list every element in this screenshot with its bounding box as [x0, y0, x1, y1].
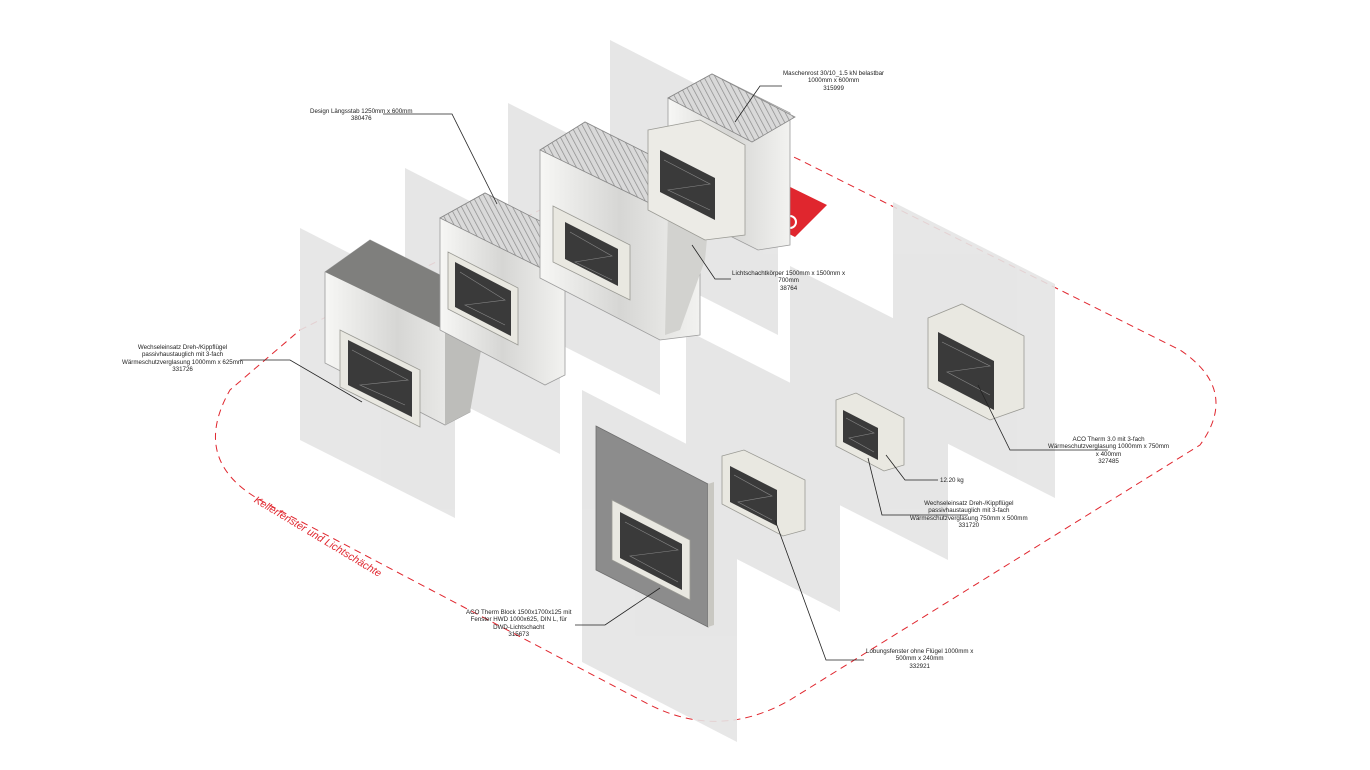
- label-line: Wechseleinsatz Dreh-/Kippflügel: [137, 344, 228, 351]
- label-line: Wärmeschutzverglasung 750mm x 500mm: [910, 514, 1028, 522]
- label-line: x 400mm: [1095, 450, 1122, 458]
- label-line: 1000mm x 600mm: [807, 77, 860, 85]
- label-line: Maschenrost 30/10_1.5 kN belastbar: [783, 70, 885, 77]
- label-design-laengsstab: Design Längsstab 1250mm x 600mm 380476: [310, 108, 413, 123]
- label-line: 380476: [350, 115, 372, 123]
- label-line: 331726: [172, 366, 193, 374]
- lichtschacht-grate-unit-2: [647, 73, 796, 251]
- label-line: 38764: [779, 284, 798, 292]
- label-line: DWD-Lichtschacht: [493, 623, 545, 631]
- leader-lines: [240, 85, 1108, 661]
- label-line: 332921: [909, 662, 930, 670]
- label-line: Lichtschachtkörper 1500mm x 1500mm x: [732, 270, 846, 277]
- label-line: 331720: [958, 522, 980, 530]
- label-line: Design Längsstab 1250mm x 600mm: [310, 108, 413, 115]
- label-line: 327485: [1098, 458, 1119, 466]
- label-line: ACO Therm 3.0 mit 3-fach: [1072, 436, 1145, 443]
- label-lueftungsfenster: Lobungsfenster ohne Flügel 1000mm x 500m…: [866, 648, 973, 670]
- label-line: Wärmeschutzverglasung 1000mm x 625mm: [122, 358, 244, 366]
- label-line: Wärmeschutzverglasung 1000mm x 750mm: [1048, 443, 1170, 451]
- label-lichtschachtkoerper: Lichtschachtkörper 1500mm x 1500mm x 700…: [732, 270, 845, 292]
- label-line: 315999: [823, 84, 844, 92]
- label-maschenrost: Maschenrost 30/10_1.5 kN belastbar 1000m…: [783, 70, 884, 92]
- lueftungsfenster-unit: [721, 449, 806, 537]
- label-wechseleinsatz-1000: Wechseleinsatz Dreh-/Kippflügel passivha…: [122, 344, 243, 374]
- label-line: Fenster HWD 1000x625, DIN L, für: [470, 616, 567, 624]
- label-aco-therm-block: ACO Therm Block 1500x1700x125 mit Fenste…: [466, 609, 571, 639]
- label-line: Wechseleinsatz Dreh-/Kippflügel: [924, 500, 1014, 507]
- aco-therm-block-unit: [595, 425, 714, 628]
- label-line: Lobungsfenster ohne Flügel 1000mm x: [866, 648, 974, 655]
- label-line: 500mm x 240mm: [895, 655, 944, 663]
- label-line: ACO Therm Block 1500x1700x125 mit: [466, 609, 572, 616]
- label-aco-therm-30: ACO Therm 3.0 mit 3-fach Wärmeschutzverg…: [1048, 436, 1169, 466]
- label-line: 700mm: [778, 277, 799, 285]
- label-weight: 12.20 kg: [940, 477, 964, 484]
- label-line: 315673: [508, 631, 530, 639]
- label-line: passivhaustauglich mit 3-fach: [928, 507, 1010, 515]
- wechseleinsatz-750-unit: [835, 392, 905, 472]
- label-wechseleinsatz-750: Wechseleinsatz Dreh-/Kippflügel passivha…: [910, 500, 1028, 530]
- label-line: 12.20 kg: [940, 477, 964, 484]
- label-line: passivhaustauglich mit 3-fach: [141, 351, 224, 359]
- aco-therm-30-unit: [927, 303, 1025, 421]
